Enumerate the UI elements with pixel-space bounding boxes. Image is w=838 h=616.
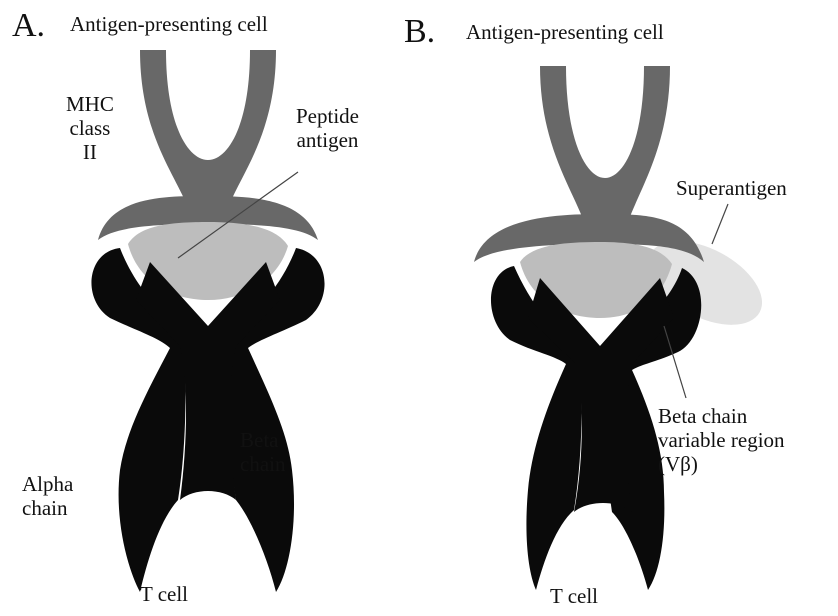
vbeta-label-line-1: Beta chain (658, 404, 747, 428)
panel-b-tcell-label: T cell (550, 584, 598, 608)
panel-b-drawing (474, 66, 776, 590)
alpha-label-line-1: Alpha (22, 472, 73, 496)
panel-b-mhc-stalk (540, 66, 670, 222)
panel-b-letter: B. (404, 14, 435, 50)
panel-a-drawing (91, 50, 324, 592)
panel-a-beta-chain-label: Beta chain (240, 428, 285, 476)
panel-b-title: Antigen-presenting cell (466, 20, 664, 44)
panel-a-mhc-stalk (140, 50, 276, 203)
alpha-label-line-2: chain (22, 496, 67, 520)
peptide-label-line-1: Peptide (296, 104, 359, 128)
panel-b-superantigen-label: Superantigen (676, 176, 787, 200)
beta-label-line-2: chain (240, 452, 285, 476)
peptide-label-line-2: antigen (297, 128, 359, 152)
vbeta-label-line-2: variable region (658, 428, 785, 452)
mhc-label-line-3: II (83, 140, 97, 164)
mhc-label-line-2: class (70, 116, 111, 140)
panel-a-peptide-label: Peptide antigen (296, 104, 359, 152)
panel-a-letter: A. (12, 8, 45, 44)
vbeta-label-line-3: (Vβ) (658, 452, 698, 476)
panel-a-tcell-label: T cell (140, 582, 188, 606)
panel-a-mhc-label: MHC class II (66, 92, 114, 164)
panel-a-alpha-chain-label: Alpha chain (22, 472, 73, 520)
mhc-label-line-1: MHC (66, 92, 114, 116)
panel-b-superantigen-pointer (712, 204, 728, 244)
panel-b-vbeta-label: Beta chain variable region (Vβ) (658, 404, 785, 476)
panel-a-title: Antigen-presenting cell (70, 12, 268, 36)
beta-label-line-1: Beta (240, 428, 278, 452)
